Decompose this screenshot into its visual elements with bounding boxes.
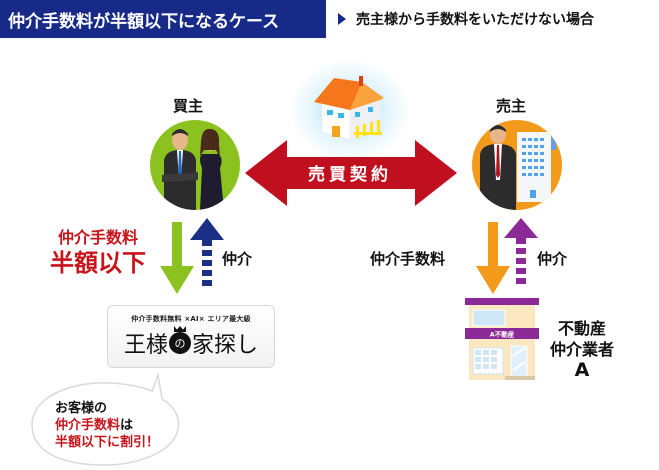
buyer-service-label: 仲介 (222, 250, 253, 268)
contract-double-arrow (245, 140, 457, 206)
triangle-bullet-icon (338, 13, 346, 25)
agent-label-line3: A (574, 359, 590, 381)
seller-service-label: 仲介 (537, 250, 568, 268)
brand-name-mid: の (174, 337, 186, 350)
buyer-fee-half-label: 仲介手数料 半額以下 (50, 228, 146, 278)
bubble-line2-red: 仲介手数料 (55, 418, 121, 433)
house-icon (314, 76, 384, 141)
page-title-text: 仲介手数料が半額以下になるケース (8, 11, 280, 32)
seller-businessman-icon (472, 120, 562, 210)
brand-name: 王様 の 家探し (108, 327, 274, 359)
agent-label-line1: 不動産 (558, 319, 607, 338)
contract-arrow-shape (245, 140, 457, 206)
bubble-line3: 半額以下に割引！ (55, 435, 160, 450)
seller-label: 売主 (496, 97, 527, 115)
crown-icon: の (169, 332, 191, 354)
bubble-line2-black: は (120, 418, 134, 433)
buyer-service-arrow-up-icon (190, 218, 224, 286)
seller-illustration (480, 124, 556, 210)
buyer-label: 買主 (173, 97, 204, 115)
agent-label-line2: 仲介業者 (550, 340, 615, 359)
brand-name-part1: 王様 (123, 333, 168, 358)
speech-bubble (31, 372, 180, 466)
buyer-fee-arrow-down-icon (160, 222, 194, 294)
real-estate-office-icon: A不動産 (465, 298, 539, 380)
brand-tagline: 仲介手数料無料 ×AI× エリア最大級 (131, 315, 251, 323)
contract-label: 売買契約 (308, 165, 392, 185)
case-subtitle: 売主様から手数料をいただけない場合 (338, 0, 594, 38)
brand-name-part2: 家探し (192, 333, 259, 358)
bubble-message: お客様の 仲介手数料は 半額以下に割引！ (55, 400, 159, 451)
case-subtitle-text: 売主様から手数料をいただけない場合 (356, 12, 594, 28)
page-title: 仲介手数料が半額以下になるケース (0, 0, 326, 38)
office-sign-text: A不動産 (490, 330, 515, 339)
buyer-couple-illustration (162, 128, 224, 210)
buyer-couple-icon (150, 120, 240, 210)
seller-fee-arrow-down-icon (476, 222, 510, 294)
brand-logo-card: 仲介手数料無料 ×AI× エリア最大級 王様 の 家探し (107, 305, 275, 368)
agent-label: 不動産 仲介業者 A (550, 318, 614, 381)
buyer-fee-line2: 半額以下 (50, 249, 146, 277)
seller-service-arrow-up-icon (504, 218, 538, 284)
buyer-fee-line1: 仲介手数料 (57, 228, 138, 247)
bubble-line1: お客様の (55, 401, 108, 416)
seller-fee-label: 仲介手数料 (370, 250, 446, 268)
